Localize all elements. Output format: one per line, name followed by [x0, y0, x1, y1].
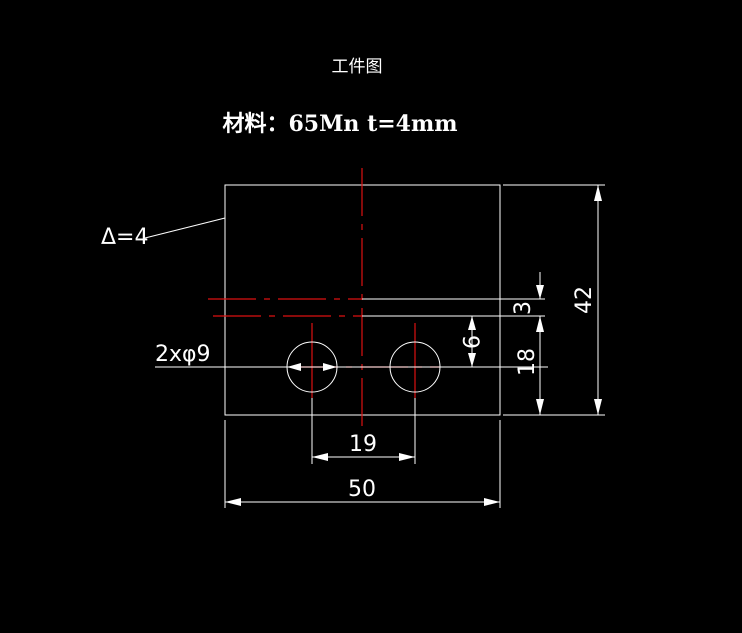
- height-arrow-bottom: [594, 399, 602, 415]
- hole-height-arrow-bottom: [536, 399, 544, 415]
- drawing-title: 工件图: [332, 57, 383, 77]
- offset-dimension-text: 9: [457, 335, 482, 349]
- height-arrow-top: [594, 185, 602, 201]
- slot-arrow-top: [536, 285, 544, 299]
- width-arrow-left: [225, 498, 241, 506]
- hole-height-arrow-top: [536, 316, 544, 332]
- width-dimension-text: 50: [348, 477, 376, 502]
- hole-leader-arrow-right: [323, 363, 337, 371]
- hole-leader-arrow-left: [287, 363, 301, 371]
- slot-dimension-text: 3: [511, 301, 536, 315]
- clearance-leader-line: [144, 217, 226, 239]
- hole-callout-label: 2xφ9: [155, 342, 211, 367]
- spacing-arrow-left: [312, 453, 328, 461]
- clearance-label: Δ=4: [101, 225, 148, 250]
- height-dimension-text: 42: [572, 286, 597, 314]
- hole-height-dimension-text: 18: [515, 348, 540, 376]
- offset-arrow-bottom: [468, 353, 476, 367]
- width-arrow-right: [484, 498, 500, 506]
- spacing-dimension-text: 19: [349, 432, 377, 457]
- offset-arrow-top: [468, 316, 476, 330]
- spacing-arrow-right: [399, 453, 415, 461]
- material-spec: 材料：65Mn t=4mm: [222, 111, 457, 137]
